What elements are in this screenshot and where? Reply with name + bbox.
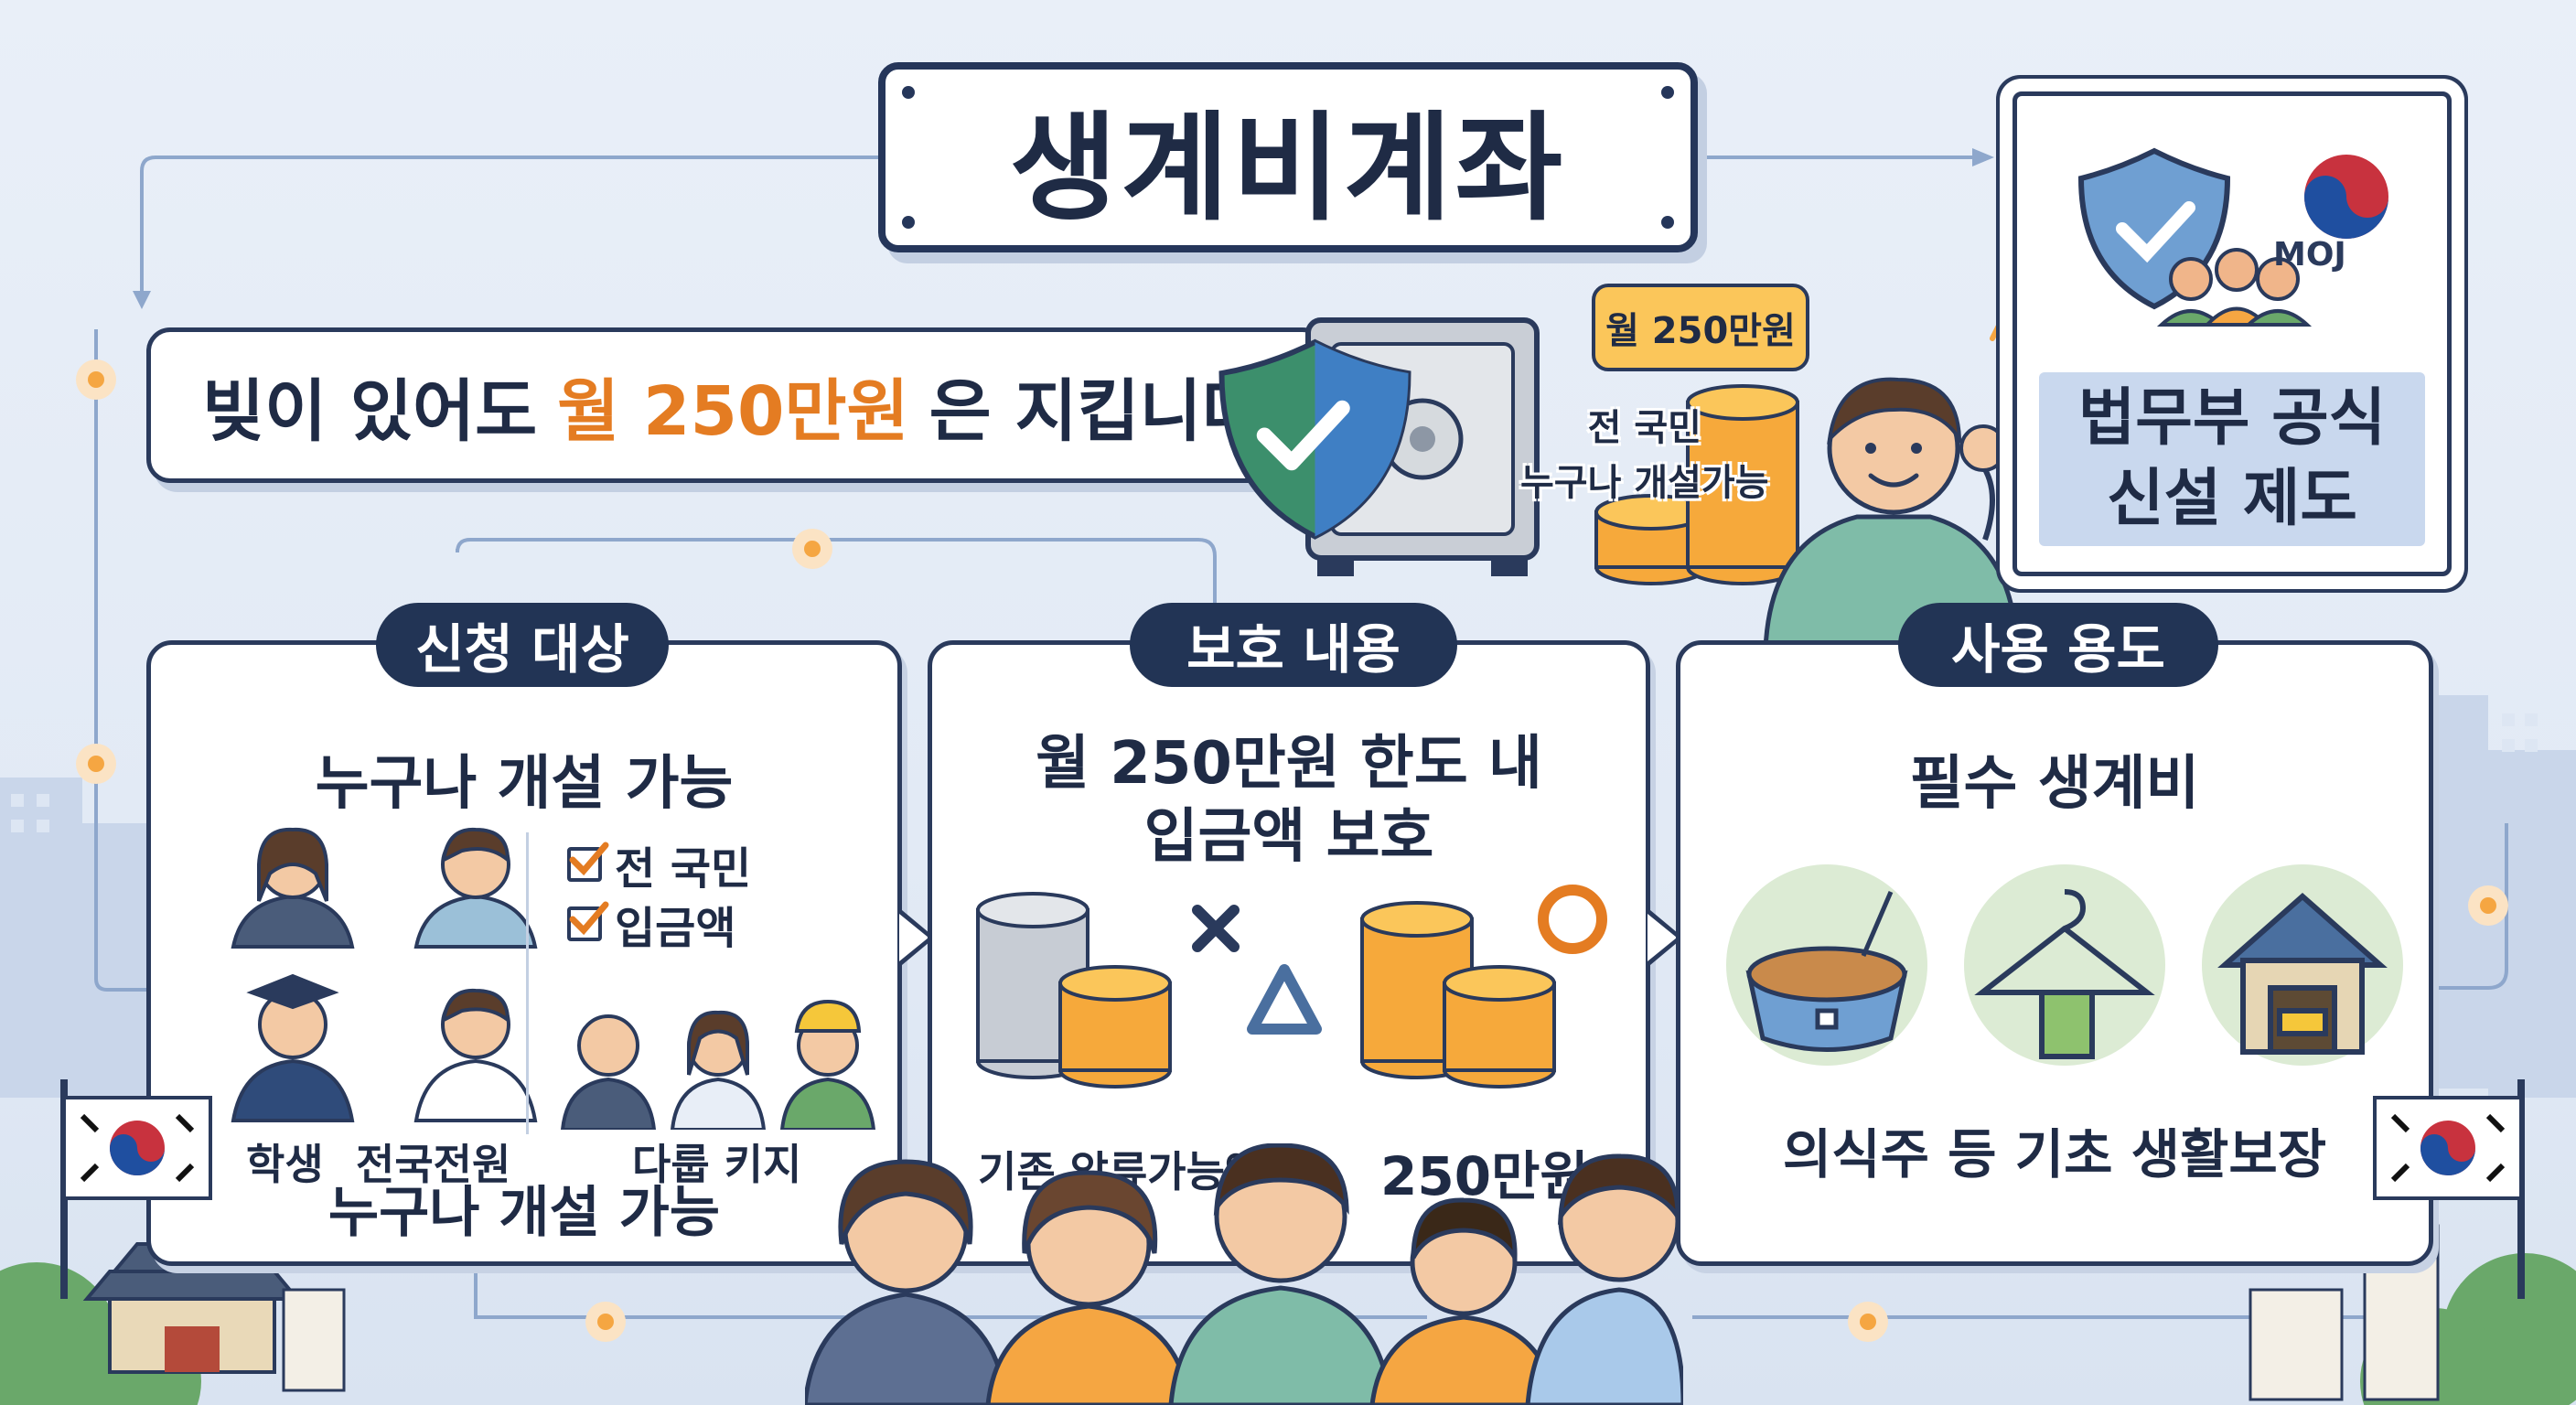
panel-usage-heading: 필수 생계비: [1909, 750, 2200, 818]
stamp-caption: 법무부 공식 신설 제도: [2039, 372, 2425, 546]
people-label-student: 학생: [246, 1140, 324, 1189]
check-item: 입금액: [567, 892, 735, 956]
arrow-right-fill: [1648, 914, 1677, 961]
panel-protection-heading-line2: 입금액 보호: [1143, 803, 1434, 871]
panel-usage: 사용 용도 필수 생계비 의식주 등 기초 생활보장: [1676, 603, 2433, 1266]
check-label: 입금액: [615, 903, 736, 954]
panel-usage-tag: 사용 용도: [1898, 603, 2218, 687]
protection-right-label: 250만원: [1380, 1145, 1589, 1207]
panel-eligibility-footer: 누구나 개설 가능: [327, 1181, 721, 1245]
panel-eligibility-tag: 신청 대상: [376, 603, 669, 687]
panel-protection-tag: 보호 내용: [1130, 603, 1457, 687]
everyone-line1: 전 국민: [1587, 407, 1701, 449]
check-item: 전 국민: [567, 832, 751, 896]
divider: [526, 832, 529, 1134]
rivet-decoration: [1661, 216, 1674, 229]
panel-usage-footer: 의식주 등 기초 생활보장: [1782, 1123, 2327, 1185]
people-label-diverse: 다룹 키지: [632, 1140, 802, 1189]
x-mark-icon: [1192, 905, 1240, 952]
panel-protection-heading-line1: 월 250만원 한도 내: [1036, 730, 1542, 798]
circle-mark-icon: [1538, 885, 1607, 954]
triangle-icon: [1247, 964, 1322, 1035]
stamp-line2: 신설 제도: [2107, 463, 2357, 535]
rivet-decoration: [1661, 86, 1674, 99]
korean-flag-icon: [60, 1079, 212, 1299]
coins-icon: [1594, 384, 1799, 585]
house-icon: [2217, 892, 2388, 1055]
tagline-suffix: 은 지킵니다: [928, 371, 1264, 451]
tagline-banner: 빚이 있어도 월 250만원 은 지킵니다: [146, 327, 1326, 483]
hero-illustration: [1218, 317, 2040, 649]
korean-flag-icon: [2373, 1079, 2525, 1299]
panel-protection-heading: 월 250만원 한도 내 입금액 보호: [932, 727, 1646, 874]
rivet-decoration: [902, 216, 915, 229]
official-stamp: 법무부 공식 신설 제도: [2012, 91, 2452, 576]
checkbox-icon: [567, 901, 609, 941]
korean-emblem-icon: [2077, 147, 2388, 327]
check-label: 전 국민: [615, 843, 752, 895]
everyone-label: 전 국민 누구나 개설가능: [1520, 401, 1769, 510]
silver-coins-icon: [976, 892, 1172, 1089]
amount-badge: 월 250만원: [1592, 284, 1809, 371]
arrow-right-fill: [899, 914, 928, 961]
workers-icon: [560, 999, 876, 1130]
rivet-decoration: [902, 86, 915, 99]
gold-coins-icon: [1360, 901, 1556, 1089]
panel-eligibility: 신청 대상 누구나 개설 가능 전 국민: [146, 603, 902, 1266]
checkbox-icon: [567, 842, 609, 882]
people-label-all: 전국전원: [356, 1140, 511, 1189]
page-title: 생계비계좌: [1009, 100, 1567, 237]
man-figure: [1763, 317, 2040, 649]
protection-illustration: [976, 885, 1607, 1089]
usage-illustration: [1726, 864, 2403, 1066]
panel-eligibility-heading: 누구나 개설 가능: [315, 750, 734, 818]
org-label: MOJ: [2273, 236, 2346, 273]
hanger-icon: [1974, 889, 2155, 1059]
shield-check-icon: [1218, 338, 1411, 540]
stamp-line1: 법무부 공식: [2077, 382, 2387, 455]
food-bowl-icon: [1745, 891, 1908, 1052]
people-icon: [231, 827, 538, 1122]
tagline-highlight: 월 250만원: [557, 371, 909, 451]
tagline-prefix: 빚이 있어도: [202, 371, 538, 451]
everyone-line2: 누구나 개설가능: [1520, 462, 1769, 504]
title-banner: 생계비계좌: [878, 62, 1698, 252]
crowd-illustration: [805, 1143, 1683, 1405]
